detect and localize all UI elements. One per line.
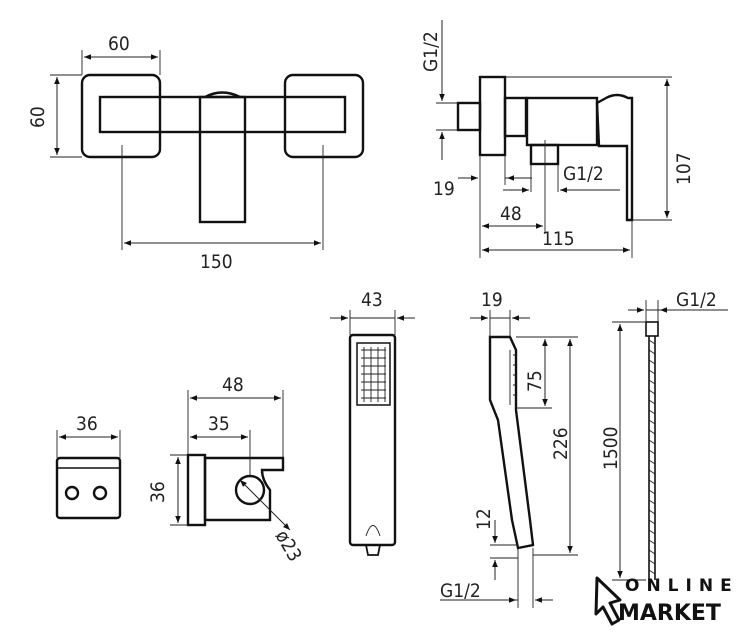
dim-depth: 115 bbox=[542, 228, 575, 250]
dim-plate-width: 60 bbox=[108, 33, 130, 55]
dim-height: 107 bbox=[673, 152, 695, 185]
dim-head-length: 75 bbox=[524, 370, 546, 392]
dim-holder-inner: 35 bbox=[208, 413, 230, 435]
dim-tip: 12 bbox=[473, 508, 495, 530]
dim-length: 226 bbox=[550, 427, 572, 460]
dim-holder-height: 36 bbox=[147, 481, 169, 503]
dim-hose-length: 1500 bbox=[600, 427, 622, 471]
hand-shower-front: 43 bbox=[330, 289, 415, 556]
dim-plate-height: 60 bbox=[27, 106, 49, 128]
shower-holder: 48 35 36 ø23 bbox=[147, 374, 306, 565]
dim-holder-diameter: ø23 bbox=[271, 527, 306, 566]
wall-bracket: 36 bbox=[55, 413, 122, 520]
dim-shower-width: 43 bbox=[361, 289, 383, 311]
dim-shower-thickness: 19 bbox=[481, 289, 503, 311]
dim-inlet-thread: G1/2 bbox=[420, 31, 442, 72]
online-market-logo: ONLINE MARKET bbox=[594, 576, 739, 626]
logo-line2: MARKET bbox=[618, 601, 721, 626]
dim-shower-thread: G1/2 bbox=[440, 580, 481, 602]
shower-hose: 1500 G1/2 bbox=[600, 289, 728, 581]
hand-shower-side: 19 75 226 12 G1/2 bbox=[440, 289, 578, 608]
logo-line1: ONLINE bbox=[625, 576, 739, 596]
dim-bracket-width: 36 bbox=[76, 413, 98, 435]
dim-hose-thread: G1/2 bbox=[676, 289, 717, 311]
mixer-front-view: 60 60 150 bbox=[27, 33, 365, 273]
mixer-side-view: 107 115 48 19 G1/2 G1/2 bbox=[420, 20, 695, 258]
dim-outlet-thread: G1/2 bbox=[563, 163, 604, 185]
cursor-icon bbox=[594, 576, 622, 626]
dim-outlet-distance: 48 bbox=[500, 203, 522, 225]
dim-spacing: 150 bbox=[200, 251, 233, 273]
dim-offset: 19 bbox=[433, 178, 455, 200]
dim-holder-width: 48 bbox=[222, 374, 244, 396]
